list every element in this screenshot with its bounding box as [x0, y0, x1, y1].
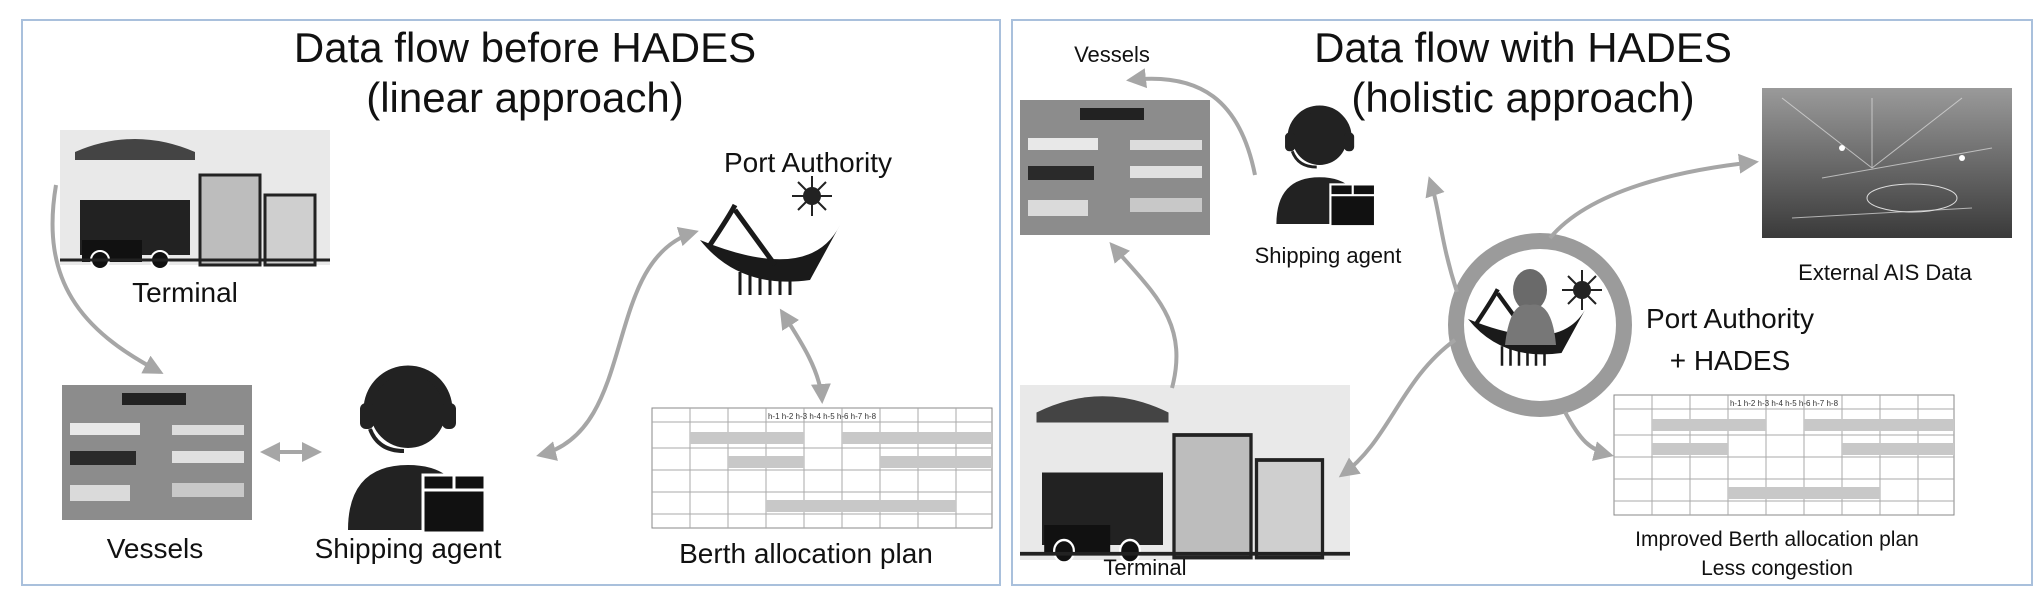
right-shipping-agent-label: Shipping agent: [1255, 243, 1402, 268]
arrow-agent-to-vessels: [1126, 68, 1257, 176]
arrow-hades-to-agent: [1425, 176, 1459, 293]
left-title-line1: Data flow before HADES: [294, 24, 756, 71]
right-terminal-icon: [1020, 385, 1351, 564]
left-berth-plan-label: Berth allocation plan: [679, 538, 933, 569]
hades-ring: [1448, 233, 1632, 417]
arrow-authority-plan: [779, 308, 831, 404]
right-port-authority-line1: Port Authority: [1646, 303, 1814, 334]
ais-label: External AIS Data: [1798, 260, 1972, 285]
right-terminal-label: Terminal: [1103, 555, 1186, 580]
ais-map-image: [1762, 88, 2012, 238]
arrow-agent-authority: [536, 226, 699, 461]
right-berth-table: [1613, 394, 1955, 516]
right-plan-line2: Less congestion: [1701, 557, 1853, 580]
right-title-line1: Data flow with HADES: [1314, 24, 1732, 71]
left-vessels-image: [62, 385, 252, 520]
right-plan-line1: Improved Berth allocation plan: [1635, 528, 1919, 551]
right-berth-table-header: h-1 h-2 h-3 h-4 h-5 h-6 h-7 h-8: [1730, 399, 1839, 408]
left-berth-table: [651, 407, 993, 529]
terminal-icon: [60, 130, 330, 270]
left-port-authority-label: Port Authority: [724, 147, 892, 178]
arrow-terminal-to-vessels: [50, 184, 164, 374]
left-sun-icon: [791, 175, 833, 217]
right-title-line2: (holistic approach): [1351, 74, 1694, 121]
left-berth-table-header: h-1 h-2 h-3 h-4 h-5 h-6 h-7 h-8: [768, 412, 877, 421]
left-title-line2: (linear approach): [366, 74, 684, 121]
right-vessels-label: Vessels: [1074, 42, 1150, 67]
right-sun-icon: [1561, 269, 1603, 311]
arrow-hades-to-terminal: [1338, 338, 1457, 478]
left-vessels-label: Vessels: [107, 533, 204, 564]
left-terminal-label: Terminal: [132, 277, 238, 308]
left-shipping-agent-label: Shipping agent: [315, 533, 502, 564]
right-vessels-image: [1020, 100, 1210, 235]
statue-icon: [1505, 269, 1556, 345]
arrow-terminal-to-vessels-right: [1109, 241, 1179, 389]
arrow-hades-to-ais: [1548, 153, 1759, 240]
arrow-hades-to-plan: [1563, 411, 1614, 461]
right-port-authority-line2: + HADES: [1670, 345, 1791, 376]
